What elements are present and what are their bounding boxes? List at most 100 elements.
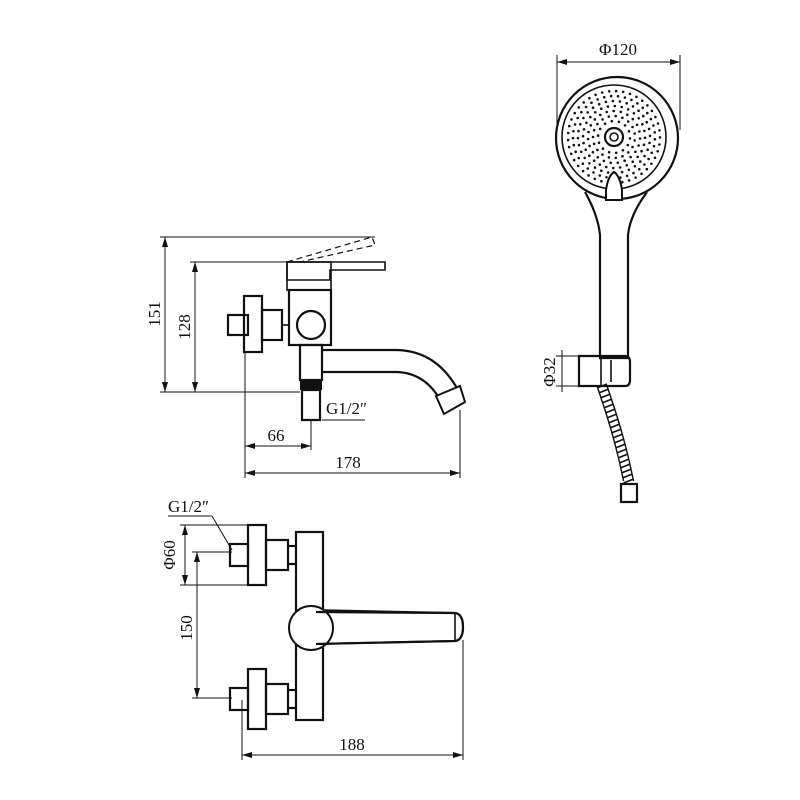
thread-stub [300, 388, 322, 422]
nozzle-dot [611, 166, 615, 170]
nozzle-dot [567, 145, 571, 149]
nozzle-dot [598, 174, 602, 177]
nozzle-dot [594, 93, 597, 97]
nozzle-dot [605, 110, 608, 114]
nozzle-dot [604, 100, 608, 104]
hose-segment [612, 433, 624, 439]
nozzle-dot [621, 154, 624, 158]
nozzle-dot [650, 109, 654, 113]
hose-segment [613, 438, 625, 444]
nozzle-dot [600, 91, 604, 94]
nozzle-dot [641, 123, 644, 126]
nozzle-dot [646, 111, 649, 115]
nozzle-dot [596, 122, 599, 126]
nozzle-dot [653, 138, 657, 141]
nozzle-dot [600, 107, 603, 110]
nozzle-dot [621, 180, 624, 184]
nozzle-dot [633, 139, 636, 142]
nozzle-dot [581, 169, 585, 173]
nozzle-dot [648, 134, 652, 138]
dim-32-label: Φ32 [540, 357, 559, 386]
hand-shower: Φ120 Φ32 [540, 40, 681, 504]
nozzle-dot [647, 157, 650, 161]
hose-segment [617, 453, 629, 459]
nozzle-dot [576, 136, 580, 140]
nozzle-dot [598, 163, 602, 166]
center-nozzle [603, 126, 625, 148]
nozzle-dot [632, 171, 635, 175]
dimension-188 [242, 752, 463, 758]
nozzle-dot [617, 120, 621, 124]
nozzle-dot [652, 124, 655, 127]
nozzle-dot [643, 136, 647, 140]
side-flange [242, 294, 264, 354]
nozzle-dot [582, 141, 585, 145]
dim-188-label: 188 [339, 735, 365, 754]
nozzle-dot [592, 142, 596, 146]
nozzle-dot [658, 143, 661, 146]
nozzle-dot [650, 151, 654, 155]
nozzle-dot [592, 128, 596, 132]
nozzle-dot [593, 166, 597, 169]
nozzle-dot [625, 102, 628, 105]
hose-segment [618, 458, 630, 464]
nozzle-dot [633, 165, 637, 168]
nozzle-dot [627, 130, 631, 133]
nozzle-dot [577, 106, 581, 109]
nozzle-dot [620, 170, 624, 174]
nozzle-dot [631, 105, 635, 108]
cartridge-circle [295, 309, 327, 341]
nozzle-dot [602, 95, 606, 99]
nozzle-dot [592, 159, 596, 162]
nozzle-dot [616, 94, 620, 98]
nozzle-dot [626, 113, 629, 116]
nozzle-dot [627, 168, 631, 172]
nozzle-dot [645, 167, 649, 171]
nozzle-dot [629, 155, 632, 159]
hose-segment [605, 408, 616, 414]
hose-edge [606, 385, 635, 482]
nozzle-dot [596, 134, 600, 137]
nozzle-dot [579, 150, 583, 154]
nozzle-dot [638, 168, 641, 171]
nozzle-dot [636, 102, 639, 105]
nozzle-dot [642, 114, 645, 118]
hose-segment [621, 468, 632, 474]
nozzle-dot [596, 98, 599, 101]
nozzle-dot [605, 176, 608, 179]
nozzle-dot [600, 179, 603, 183]
nozzle-dot [570, 118, 573, 121]
nozzle-dot [606, 105, 610, 108]
nozzle-dot [600, 169, 603, 172]
nozzle-dot [580, 110, 583, 114]
nozzle-dot [635, 95, 638, 99]
nozzle-dot [572, 158, 576, 162]
nozzle-dot [588, 154, 591, 157]
nozzle-dot [621, 149, 625, 152]
nozzle-dot [643, 163, 646, 166]
nozzle-dot [569, 152, 573, 156]
hose-segment [615, 443, 626, 449]
nozzle-dot [593, 177, 597, 181]
nozzle-dot [572, 143, 576, 147]
hose-segment [606, 413, 618, 419]
nozzle-dot [607, 156, 611, 159]
front-bottom-flange [246, 667, 268, 731]
dimension-120 [556, 55, 681, 130]
nozzle-dot [606, 171, 610, 174]
dim-60-label: Φ60 [160, 540, 179, 569]
nozzle-dot [628, 137, 632, 140]
nozzle-dot [616, 161, 620, 164]
nozzle-dot [652, 144, 656, 148]
nozzle-dot [654, 115, 657, 119]
dimension-150 [192, 551, 232, 699]
shower-hose [596, 383, 635, 484]
nozzle-dot [632, 112, 636, 115]
nozzle-dot [626, 143, 630, 147]
nozzle-dot [588, 162, 591, 165]
dimension-60 [180, 524, 248, 586]
nozzle-dot [593, 118, 597, 121]
nozzle-dot [601, 118, 604, 121]
hose-segment [596, 383, 608, 389]
